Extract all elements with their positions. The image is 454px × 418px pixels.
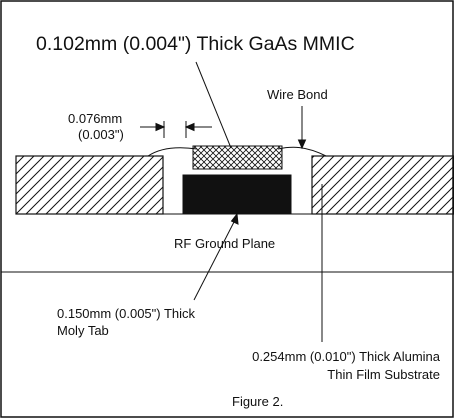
substrate-label: 0.254mm (0.010") Thick Alumina: [252, 349, 441, 364]
wire-bond-right: [277, 146, 327, 157]
substrate-right-block: [311, 155, 454, 215]
moly-tab-label: 0.150mm (0.005") Thick: [57, 306, 196, 321]
substrate-left-block: [15, 155, 164, 215]
substrate-label-line2: Thin Film Substrate: [327, 367, 440, 382]
moly-tab-label-line2: Moly Tab: [57, 323, 109, 338]
gaas-mmic-die: [192, 145, 283, 170]
moly-tab-leader: [193, 212, 239, 301]
gap-dimension-label: 0.076mm: [68, 111, 122, 126]
ground-plane-label: RF Ground Plane: [174, 236, 275, 251]
wire-bond-arrow: [297, 106, 307, 150]
mmic-title: 0.102mm (0.004") Thick GaAs MMIC: [36, 33, 355, 55]
moly-tab: [182, 174, 292, 215]
gap-dimension-label-inch: (0.003"): [78, 127, 124, 142]
wire-bond-left: [147, 147, 198, 157]
wire-bond-label: Wire Bond: [267, 87, 328, 102]
title-leader: [195, 61, 232, 149]
gap-dimension-arrows: [140, 121, 212, 138]
figure-caption: Figure 2.: [232, 394, 283, 409]
